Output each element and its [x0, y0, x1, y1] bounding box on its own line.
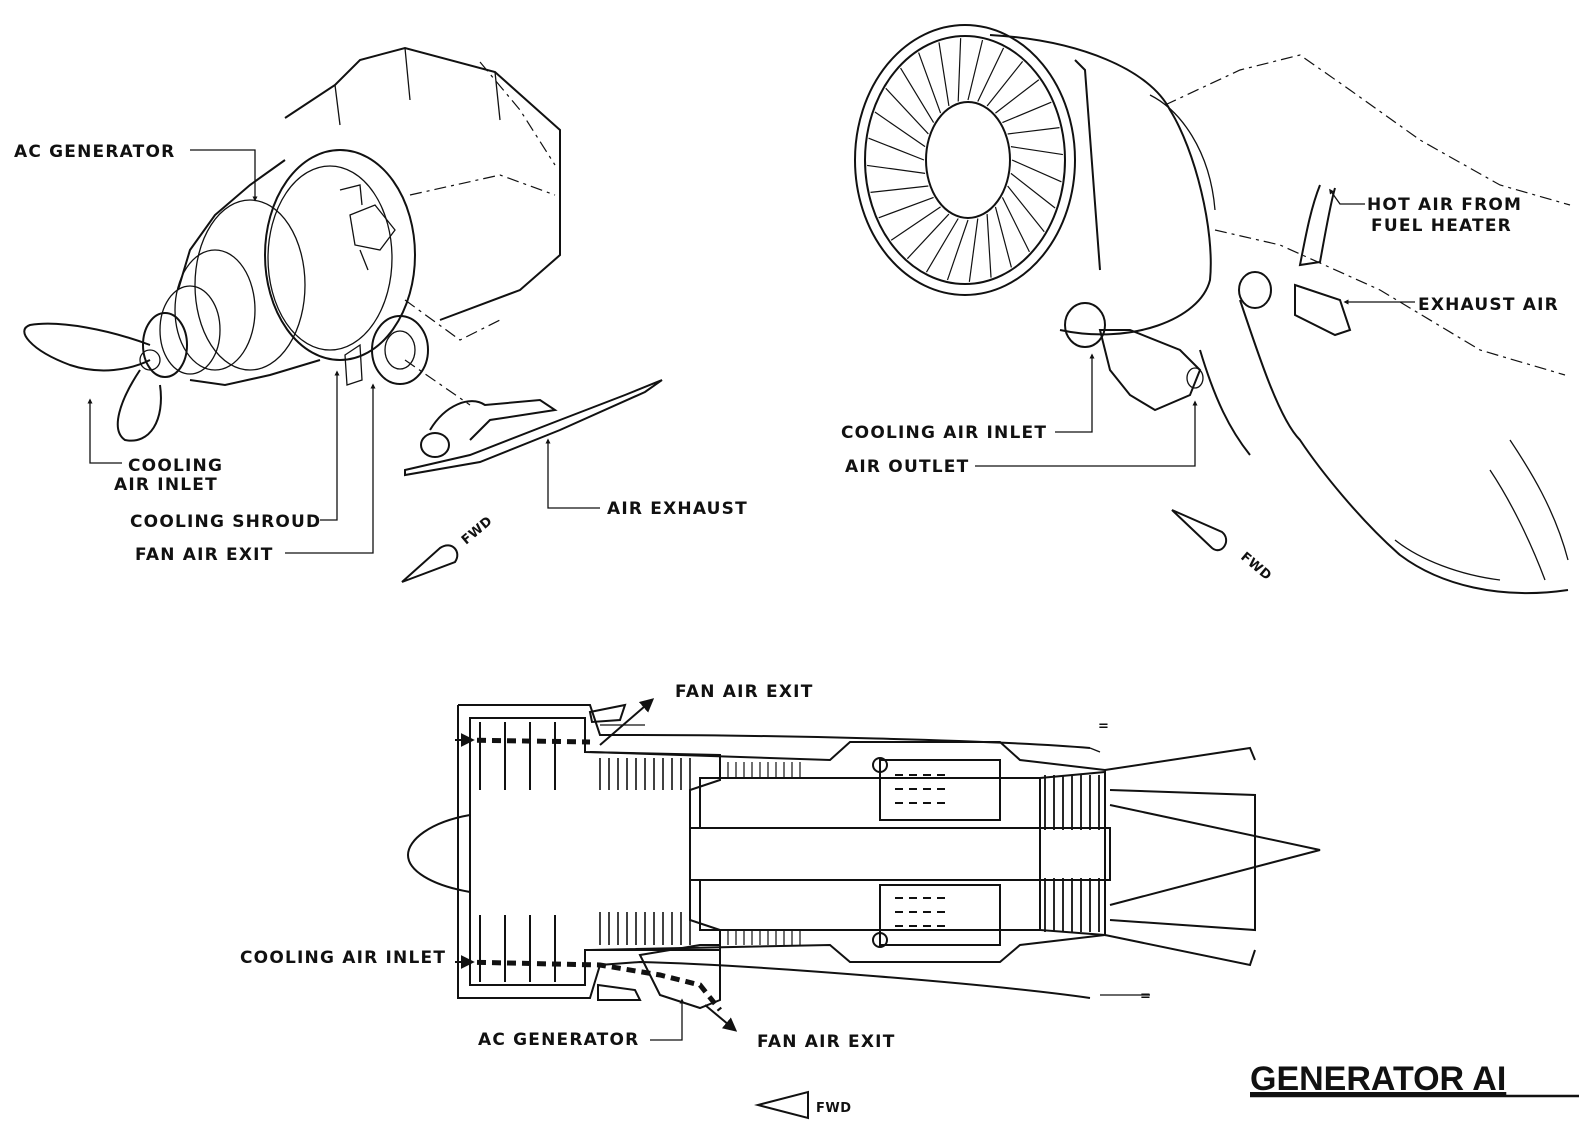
line-stroke	[890, 206, 941, 241]
label-hot-air-2: FUEL HEATER	[1371, 216, 1512, 236]
line-stroke	[885, 87, 929, 135]
cooling-flow-top	[461, 737, 591, 745]
line-stroke	[1002, 101, 1052, 124]
fwd-arrow-icon	[754, 1090, 809, 1120]
label-cooling-air-inlet-bottom: COOLING AIR INLET	[240, 948, 446, 968]
line-stroke	[870, 185, 929, 193]
fan-blades	[867, 38, 1063, 282]
fwd-arrow-icon	[1171, 509, 1228, 551]
line-stroke	[906, 213, 950, 260]
label-air-outlet: AIR OUTLET	[845, 457, 969, 477]
label-cooling-air-inlet-1: COOLING	[128, 456, 223, 476]
line-stroke	[1011, 159, 1062, 183]
label-cooling-air-inlet-2: AIR INLET	[114, 475, 218, 495]
page-title: GENERATOR AI	[1250, 1060, 1506, 1098]
label-cooling-air-inlet-right: COOLING AIR INLET	[841, 423, 1047, 443]
line-stroke	[1010, 172, 1056, 209]
combustor-detail	[895, 774, 945, 927]
turbine-blades	[1044, 775, 1100, 932]
label-ac-generator-bottom: AC GENERATOR	[478, 1030, 639, 1050]
line-stroke	[1007, 185, 1045, 233]
label-fwd-top-right: FWD	[1237, 550, 1274, 584]
cooling-flow-bottom	[461, 959, 722, 1012]
label-hot-air-1: HOT AIR FROM	[1367, 195, 1522, 215]
line-stroke	[1010, 146, 1063, 156]
fwd-arrow-icon	[401, 544, 459, 583]
label-fan-air-exit: FAN AIR EXIT	[135, 545, 274, 565]
compressor-blades	[479, 722, 801, 982]
line-stroke	[994, 206, 1012, 268]
label-fwd-bottom: FWD	[816, 1101, 852, 1116]
line-stroke	[986, 214, 992, 278]
top-right-engine-view: HOT AIR FROM FUEL HEATER EXHAUST AIR COO…	[841, 24, 1571, 595]
label-fwd-top-left: FWD	[459, 514, 496, 548]
line-stroke	[868, 137, 925, 161]
label-air-exhaust: AIR EXHAUST	[607, 499, 748, 519]
label-fan-air-exit-bottom: FAN AIR EXIT	[757, 1032, 896, 1052]
line-stroke	[878, 196, 934, 219]
line-stroke	[946, 219, 969, 281]
line-stroke	[900, 67, 935, 123]
label-exhaust-air: EXHAUST AIR	[1418, 295, 1559, 315]
line-stroke	[938, 42, 950, 107]
svg-text:=: =	[1140, 989, 1151, 1004]
label-ac-generator: AC GENERATOR	[14, 142, 175, 162]
line-stroke	[968, 218, 979, 282]
line-stroke	[967, 39, 984, 101]
line-stroke	[957, 38, 962, 102]
top-left-generator-view: AC GENERATOR COOLING AIR INLET COOLING S…	[14, 46, 748, 583]
line-stroke	[925, 218, 959, 273]
label-cooling-shroud: COOLING SHROUD	[130, 512, 321, 532]
label-fan-air-exit-top: FAN AIR EXIT	[675, 682, 814, 702]
line-stroke	[867, 164, 926, 174]
svg-text:=: =	[1098, 719, 1109, 734]
line-stroke	[918, 52, 942, 114]
line-stroke	[1007, 127, 1060, 135]
line-stroke	[874, 111, 926, 148]
line-stroke	[986, 60, 1024, 107]
line-stroke	[995, 79, 1040, 114]
line-stroke	[977, 47, 1005, 102]
line-stroke	[1001, 197, 1030, 253]
engine-cross-section: = = FAN AIR EXIT COOLING AIR INLET AC GE…	[240, 682, 1321, 1120]
